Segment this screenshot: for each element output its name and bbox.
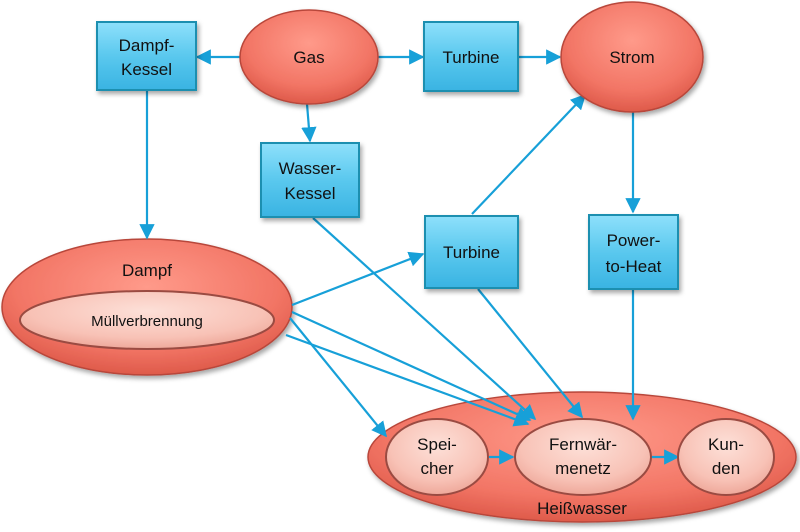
kunden-label-2: den: [712, 459, 740, 478]
speicher-label-1: Spei-: [417, 435, 457, 454]
dampf-label: Dampf: [122, 261, 172, 280]
arrow-turbine-mid-to-strom: [471, 93, 587, 215]
power-to-heat-box: Power- to-Heat: [588, 214, 679, 290]
muellverbrennung-ellipse: Müllverbrennung: [19, 290, 275, 350]
arrow-turbine-mid-to-fernwaermenetz: [477, 288, 583, 419]
turbine-top-label: Turbine: [442, 48, 499, 67]
arrow-dampf-to-turbine-mid: [291, 251, 425, 307]
heisswasser-label: Heißwasser: [537, 499, 627, 518]
dampf-kessel-label-2: Kessel: [121, 60, 172, 79]
arrow-gas-to-wasserkessel: [301, 103, 317, 143]
turbine-top-box: Turbine: [423, 21, 519, 92]
fernwaermenetz-ellipse: Fernwär- menetz: [514, 418, 652, 496]
strom-ellipse: Strom: [560, 1, 704, 113]
arrow-wasserkessel-to-fernwaermenetz: [312, 217, 537, 421]
gas-label: Gas: [293, 48, 324, 67]
speicher-label-2: cher: [420, 459, 453, 478]
turbine-mid-label: Turbine: [443, 243, 500, 262]
wasser-kessel-box: Wasser- Kessel: [260, 142, 360, 218]
power-to-heat-label-2: to-Heat: [606, 257, 662, 276]
dampf-kessel-box: Dampf- Kessel: [96, 21, 197, 91]
fernwaermenetz-label-2: menetz: [555, 459, 611, 478]
arrow-dampf-to-fernwaermenetz-1: [291, 310, 532, 422]
turbine-mid-box: Turbine: [424, 215, 519, 289]
kunden-label-1: Kun-: [708, 435, 744, 454]
wasser-kessel-label-2: Kessel: [284, 184, 335, 203]
kunden-ellipse: Kun- den: [677, 418, 775, 496]
strom-label: Strom: [609, 48, 654, 67]
arrow-dampf-to-speicher: [289, 317, 387, 438]
power-to-heat-label-1: Power-: [607, 231, 661, 250]
arrow-dampf-to-fernwaermenetz-2: [285, 333, 530, 427]
dampf-kessel-label-1: Dampf-: [119, 36, 175, 55]
arrows: [139, 49, 680, 465]
fernwaermenetz-label-1: Fernwär-: [549, 435, 617, 454]
muellverbrennung-label: Müllverbrennung: [91, 313, 203, 330]
wasser-kessel-label-1: Wasser-: [279, 159, 342, 178]
speicher-ellipse: Spei- cher: [385, 418, 489, 496]
gas-ellipse: Gas: [239, 9, 379, 105]
